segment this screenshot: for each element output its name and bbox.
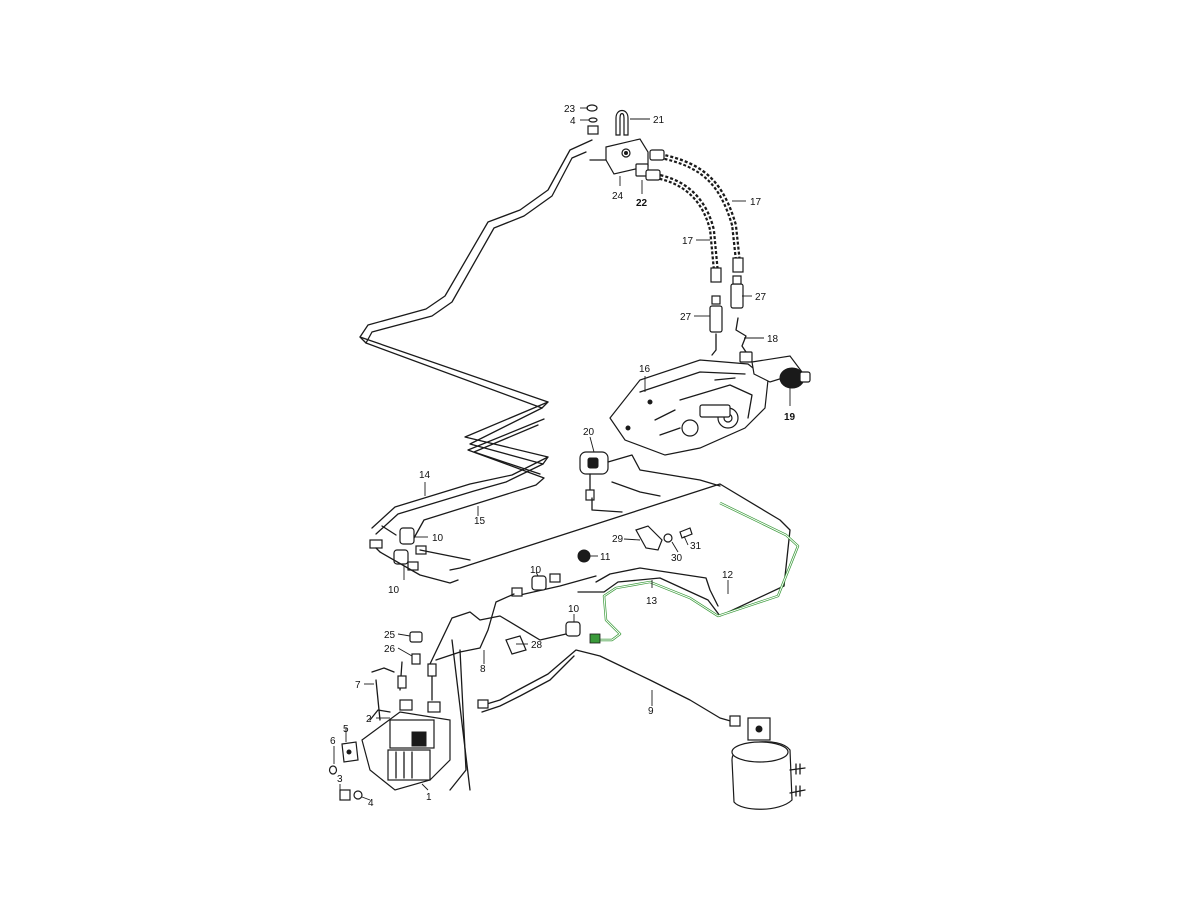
callout-17-left: 17 bbox=[682, 236, 694, 247]
callout-23: 23 bbox=[564, 104, 576, 115]
cross-lines bbox=[449, 481, 791, 617]
callout-25: 25 bbox=[384, 630, 396, 641]
bracket-assembly bbox=[586, 104, 649, 177]
callout-26: 26 bbox=[384, 644, 396, 655]
callout-9: 9 bbox=[648, 706, 654, 717]
callout-15: 15 bbox=[474, 516, 486, 527]
callout-31: 31 bbox=[690, 541, 702, 552]
accumulator bbox=[731, 717, 806, 810]
callout-22: 22 bbox=[636, 198, 648, 209]
callout-3: 3 bbox=[337, 774, 343, 785]
callout-12: 12 bbox=[722, 570, 734, 581]
callout-10-c: 10 bbox=[530, 565, 542, 576]
leader-lines bbox=[333, 107, 791, 801]
slave-cylinder bbox=[739, 351, 811, 389]
pressure-switch-20 bbox=[579, 451, 721, 501]
callout-5: 5 bbox=[343, 724, 349, 735]
callout-13: 13 bbox=[646, 596, 658, 607]
callout-24: 24 bbox=[612, 191, 624, 202]
callout-16: 16 bbox=[639, 364, 651, 375]
unions-10 bbox=[369, 525, 581, 637]
master-cylinder-unit bbox=[328, 631, 451, 801]
callout-19: 19 bbox=[784, 412, 796, 423]
callout-10-d: 10 bbox=[568, 604, 580, 615]
callout-27-left: 27 bbox=[680, 312, 692, 323]
lines-7-8-9 bbox=[371, 593, 741, 791]
callout-30: 30 bbox=[671, 553, 683, 564]
callout-21: 21 bbox=[653, 115, 665, 126]
callout-17-right: 17 bbox=[750, 197, 762, 208]
callout-4-bottom: 4 bbox=[368, 798, 374, 809]
flexible-brake-hoses bbox=[645, 149, 744, 283]
gearbox-housing bbox=[609, 359, 769, 456]
callout-29: 29 bbox=[612, 534, 624, 545]
highlighted-line-12-13 bbox=[589, 501, 800, 644]
line-18 bbox=[711, 317, 751, 359]
callout-20: 20 bbox=[583, 427, 595, 438]
callout-7: 7 bbox=[355, 680, 361, 691]
callout-2: 2 bbox=[366, 714, 372, 725]
callout-28: 28 bbox=[531, 640, 543, 651]
callout-8: 8 bbox=[480, 664, 486, 675]
callout-10-b: 10 bbox=[388, 585, 400, 596]
callout-6: 6 bbox=[330, 736, 336, 747]
callout-numbers: 23 4 21 24 22 17 17 27 27 18 16 19 20 14… bbox=[330, 104, 796, 809]
hose-unions bbox=[709, 275, 744, 333]
callout-27-right: 27 bbox=[755, 292, 767, 303]
callout-1: 1 bbox=[426, 792, 432, 803]
callout-4-top: 4 bbox=[570, 116, 576, 127]
rigid-brake-lines bbox=[359, 139, 607, 539]
callout-11: 11 bbox=[600, 552, 611, 563]
callout-10-a: 10 bbox=[432, 533, 444, 544]
callout-18: 18 bbox=[767, 334, 779, 345]
callout-14: 14 bbox=[419, 470, 431, 481]
